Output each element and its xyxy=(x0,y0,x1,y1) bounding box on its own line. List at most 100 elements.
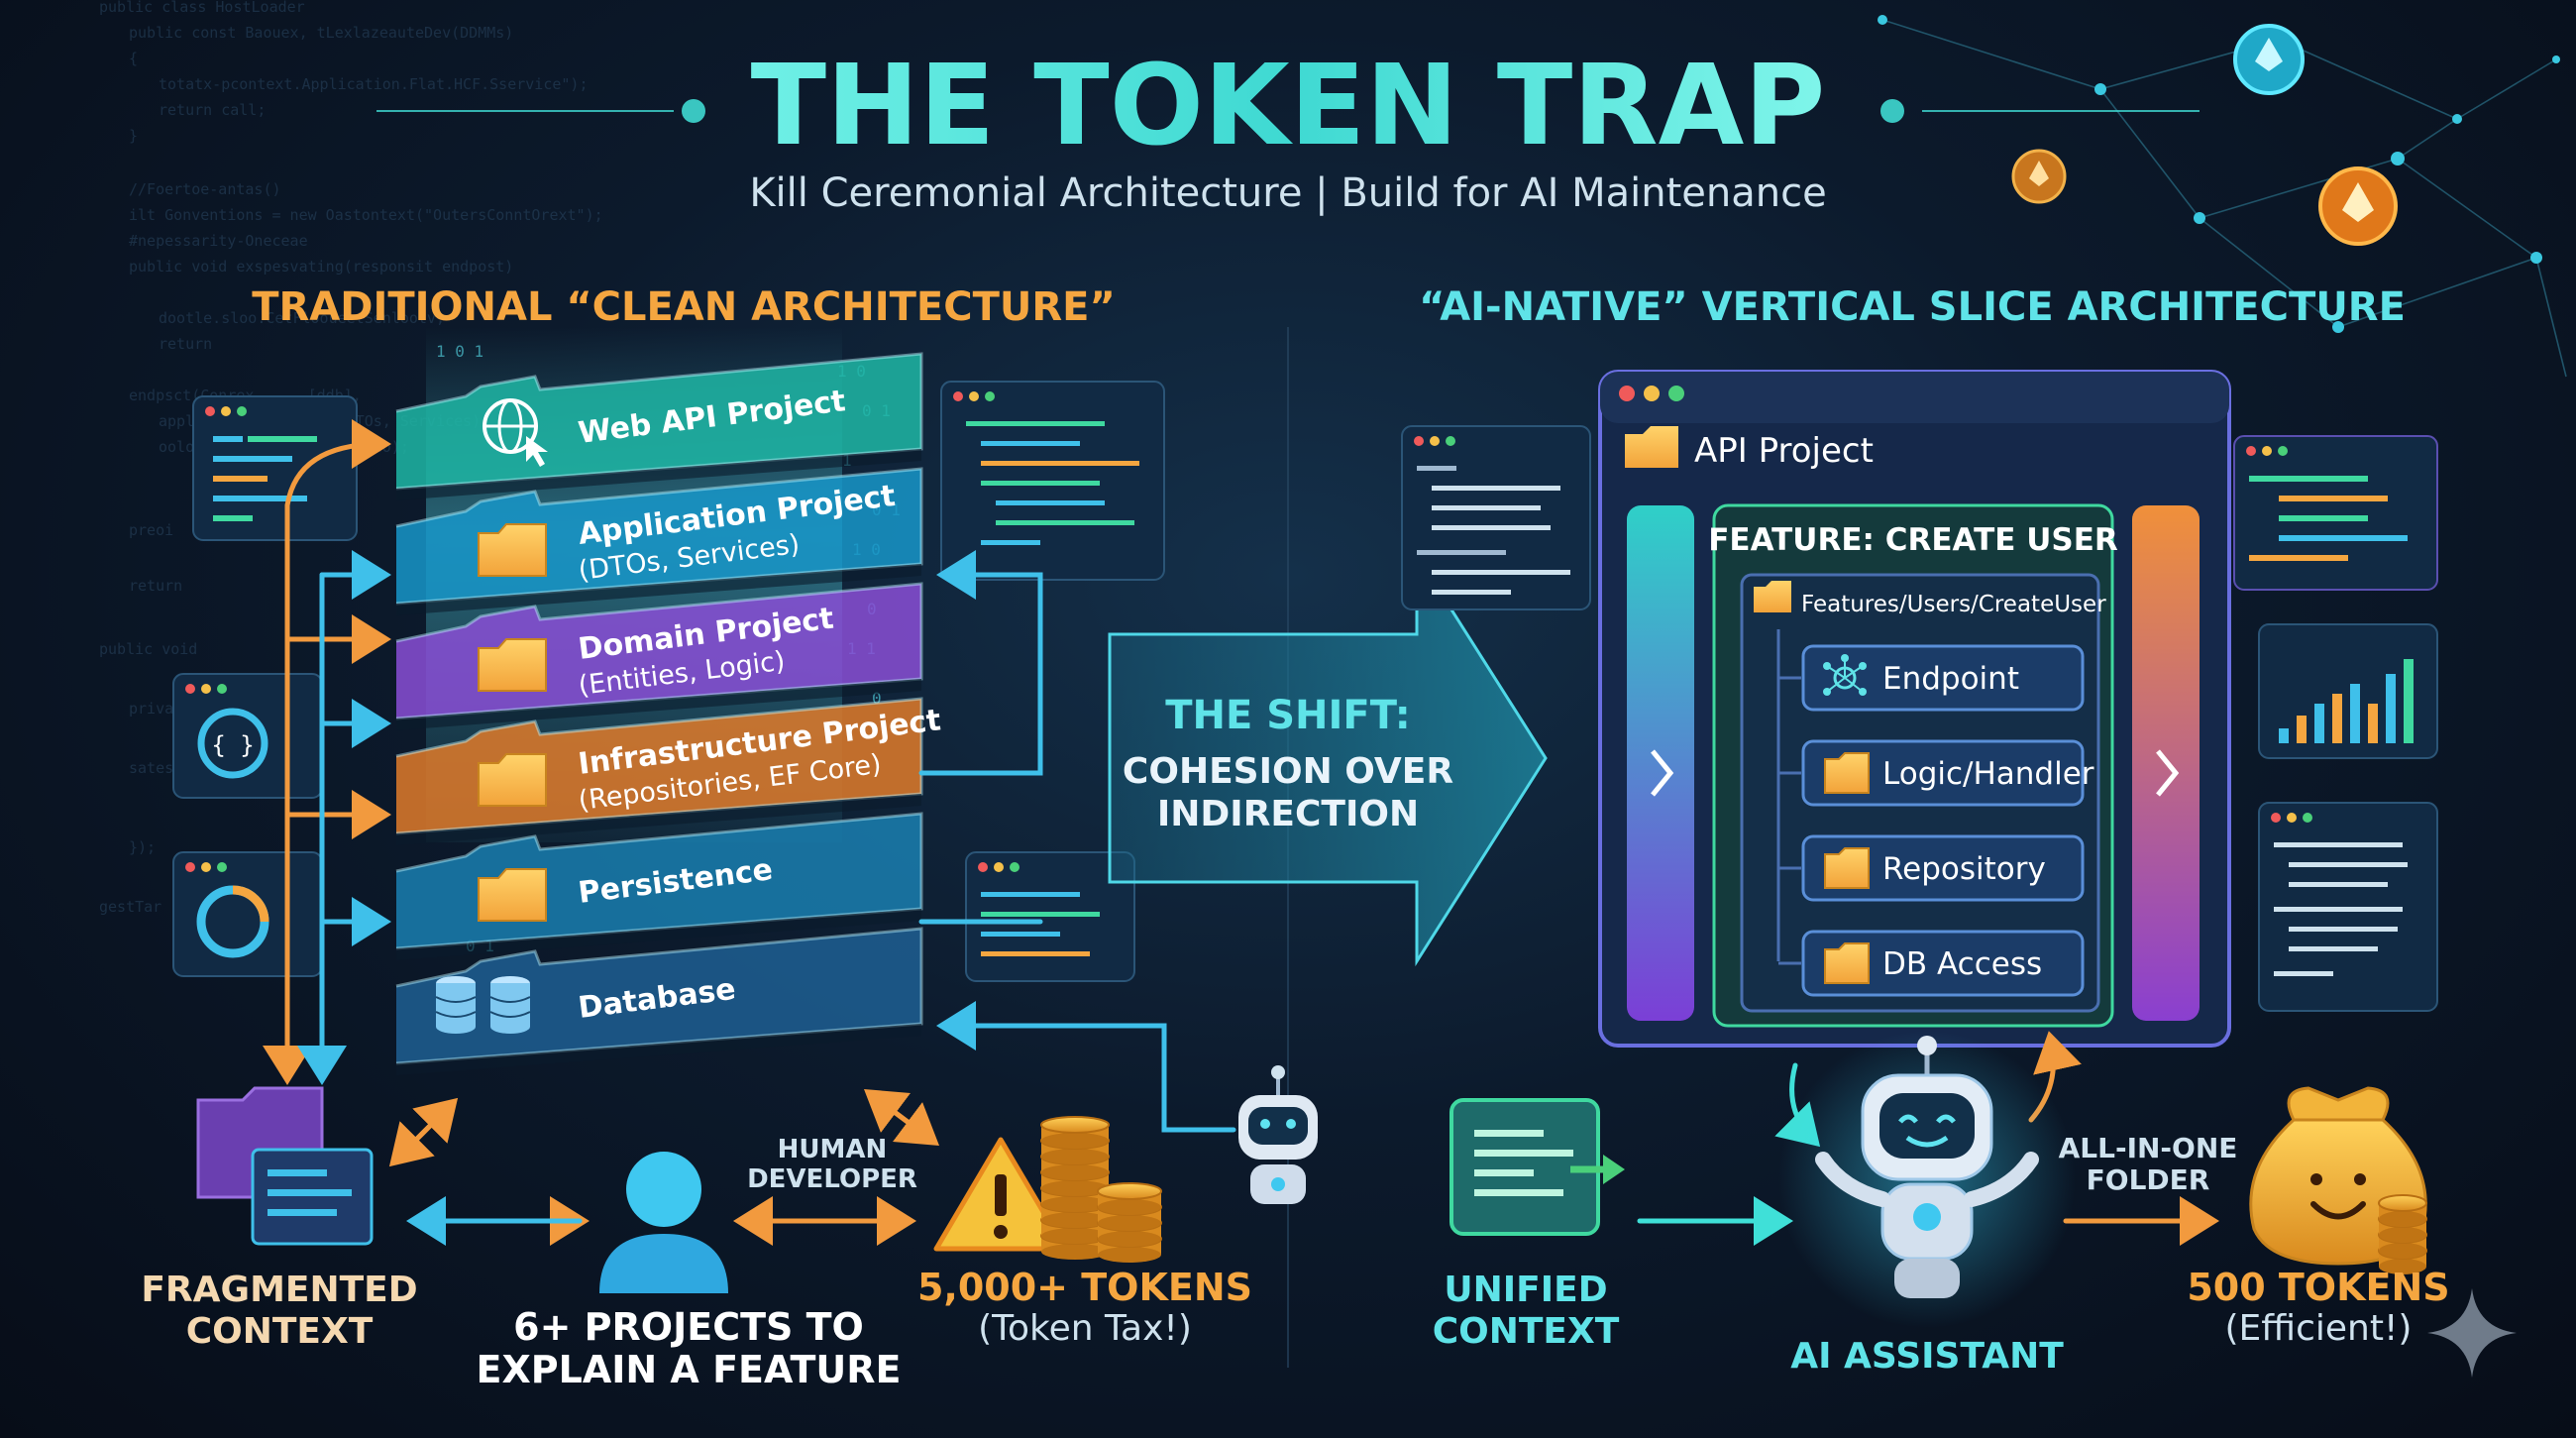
folder-icon xyxy=(1824,942,1870,984)
feature-item-2: Logic/Handler xyxy=(1778,739,2094,807)
feature-item-4: DB Access xyxy=(1778,930,2085,997)
folder-icon xyxy=(1754,581,1791,612)
developer-label: DEVELOPER xyxy=(747,1164,917,1194)
svg-text:public class HostLoader: public class HostLoader xyxy=(99,0,305,16)
svg-text:dootle.sloo.CetFlooueetSenloot: dootle.sloo.CetFlooueetSenlootv; xyxy=(159,309,445,327)
projects-label: 6+ PROJECTS TO xyxy=(513,1305,864,1349)
svg-text:public const Baouex, tLexlazea: public const Baouex, tLexlazeauteDev(DDM… xyxy=(129,24,513,42)
coin-stack-icon xyxy=(2378,1194,2427,1274)
feature-item-label: Repository xyxy=(1882,851,2046,887)
developer-icon xyxy=(599,1152,728,1293)
network-gear-icon xyxy=(1823,654,1867,696)
svg-text:return: return xyxy=(129,577,182,595)
coin-icon xyxy=(2318,166,2398,246)
feature-item-label: Logic/Handler xyxy=(1882,756,2094,792)
window-max-dot xyxy=(1668,386,1684,401)
folder-icon xyxy=(1625,426,1678,468)
folder-icon xyxy=(1824,752,1870,794)
unified-label: CONTEXT xyxy=(1433,1311,1620,1352)
warning-icon xyxy=(933,1137,1068,1252)
feature-item-label: Endpoint xyxy=(1882,661,2019,697)
folder-icon xyxy=(478,638,547,692)
database-icon xyxy=(435,976,531,1034)
code-window xyxy=(940,381,1165,581)
assistant-label: AI ASSISTANT xyxy=(1790,1336,2064,1377)
robot-icon xyxy=(1238,1065,1318,1204)
braces-window: { } xyxy=(172,673,323,799)
layer-edge xyxy=(396,1024,921,1075)
tokens-right-note: (Efficient!) xyxy=(2225,1308,2413,1349)
svg-text://Foertoe-antas(): //Foertoe-antas() xyxy=(129,180,281,198)
layer-3: Domain Project(Entities, Logic) xyxy=(395,582,923,730)
right-heading: “AI-NATIVE” VERTICAL SLICE ARCHITECTURE xyxy=(1419,284,2406,330)
window-min-dot xyxy=(1644,386,1660,401)
fragmented-label: FRAGMENTED xyxy=(141,1270,417,1310)
shift-line: COHESION OVER xyxy=(1123,751,1453,792)
tokens-left: 5,000+ TOKENS xyxy=(917,1266,1252,1309)
folder-icon xyxy=(478,868,547,922)
code-window xyxy=(1401,425,1591,610)
folder-icon xyxy=(1824,847,1870,889)
code-window xyxy=(2258,802,2438,1012)
svg-text:totatx-pcontext.Application.Fl: totatx-pcontext.Application.Flat.HCF.Sse… xyxy=(159,75,588,93)
svg-text:0: 0 xyxy=(872,689,882,708)
page-subtitle: Kill Ceremonial Architecture | Build for… xyxy=(749,170,1826,216)
shift-title: THE SHIFT: xyxy=(1165,693,1411,738)
left-heading: TRADITIONAL “CLEAN ARCHITECTURE” xyxy=(252,284,1116,330)
svg-text:ilt Gonventions = new Oastonte: ilt Gonventions = new Oastontext("Outers… xyxy=(129,206,603,224)
svg-text:{: { xyxy=(129,50,138,67)
svg-text:return call;: return call; xyxy=(159,101,266,119)
code-window xyxy=(965,851,1135,982)
globe-cursor-icon xyxy=(483,398,548,467)
feature-item-3: Repository xyxy=(1778,834,2085,902)
svg-text:return: return xyxy=(159,335,212,353)
code-window xyxy=(192,395,358,541)
svg-text:preoi: preoi xyxy=(129,521,173,539)
unified-context-icon xyxy=(1449,1098,1625,1236)
svg-text:});: }); xyxy=(129,838,156,856)
shift-arrow xyxy=(1108,549,1548,967)
fragmented-folders-icon xyxy=(196,1086,374,1246)
coin-icon xyxy=(2011,149,2067,204)
window-titlebar xyxy=(1600,372,2229,423)
feature-title: FEATURE: CREATE USER xyxy=(1708,522,2118,558)
svg-text:#nepessarity-Oneceae: #nepessarity-Oneceae xyxy=(129,232,308,250)
fragmented-label: CONTEXT xyxy=(186,1311,374,1352)
svg-text:}: } xyxy=(129,127,138,145)
layer-edge xyxy=(396,794,921,845)
layer-edge xyxy=(396,564,921,615)
layer-6: Database xyxy=(395,927,923,1075)
chevron-right-icon xyxy=(2156,749,2180,797)
layer-edge xyxy=(396,679,921,730)
title-dot xyxy=(682,99,705,123)
folder-icon xyxy=(478,753,547,807)
unified-label: UNIFIED xyxy=(1444,1270,1607,1310)
layer-edge xyxy=(396,909,921,960)
layer-2: Application Project(DTOs, Services) xyxy=(395,467,923,615)
window-close-dot xyxy=(1619,386,1635,401)
svg-text:1 0 1: 1 0 1 xyxy=(436,342,483,361)
feature-item-1: Endpoint xyxy=(1778,644,2085,712)
svg-text:public void: public void xyxy=(99,640,197,658)
tokens-right: 500 TOKENS xyxy=(2187,1266,2449,1309)
shift-line: INDIRECTION xyxy=(1157,794,1419,834)
bar-chart-window xyxy=(2258,623,2438,759)
gauge-window xyxy=(172,851,323,977)
feature-path: Features/Users/CreateUser xyxy=(1801,592,2106,617)
developer-label: HUMAN xyxy=(778,1135,888,1164)
chevron-right-icon xyxy=(1651,749,1674,797)
tokens-left-note: (Token Tax!) xyxy=(978,1308,1192,1349)
all-in-one-label: ALL-IN-ONE xyxy=(2059,1132,2238,1164)
dependency-arrows xyxy=(263,419,1236,1246)
ai-assistant-robot-icon xyxy=(1815,1036,2039,1298)
coin-icon xyxy=(2233,24,2305,95)
projects-label: EXPLAIN A FEATURE xyxy=(477,1348,902,1391)
svg-text:gestTar: gestTar xyxy=(99,898,161,916)
svg-text:{ }: { } xyxy=(211,731,254,759)
layer-4: Infrastructure Project(Repositories, EF … xyxy=(395,697,942,845)
api-project-label: API Project xyxy=(1694,431,1874,471)
code-window xyxy=(2233,435,2438,591)
